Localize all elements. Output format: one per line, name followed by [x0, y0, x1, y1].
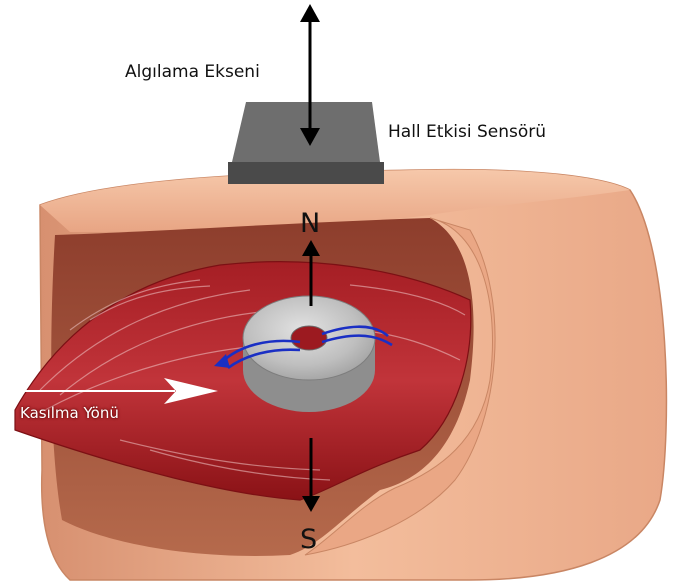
hall-sensor-label: Hall Etkisi Sensörü [388, 122, 546, 142]
south-pole-label: S [300, 524, 317, 555]
north-pole-label: N [300, 208, 320, 239]
hall-sensor [228, 102, 384, 184]
contraction-direction-label: Kasılma Yönü [20, 404, 119, 422]
sensing-axis-label: Algılama Ekseni [125, 62, 260, 82]
